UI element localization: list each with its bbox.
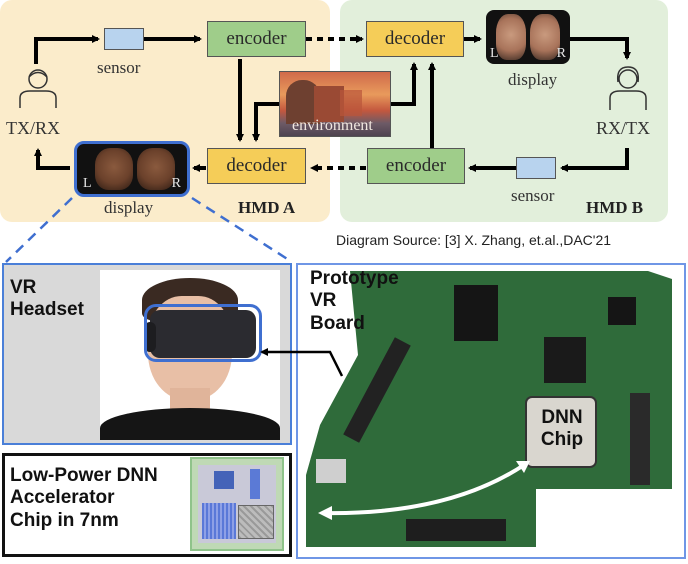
decoder-a: decoder (207, 148, 306, 184)
pcb-board-image (306, 271, 672, 547)
face-left-b (496, 14, 526, 60)
vr-headset-title-line2: Headset (10, 299, 84, 321)
sensor-b (516, 157, 556, 179)
headset-strap (144, 322, 156, 352)
display-b-right-tag: R (556, 46, 566, 61)
encoder-a: encoder (207, 21, 306, 57)
board-title-line2: VR (310, 290, 337, 312)
face-right-a (137, 148, 175, 190)
environment-image: environment (279, 71, 391, 137)
sensor-a-label: sensor (97, 58, 141, 77)
zoom-line-left (5, 197, 73, 263)
diagram-connectors (5, 35, 631, 264)
board-title-line3: Board (310, 312, 365, 334)
user-a-label: TX/RX (6, 118, 60, 138)
encoder-b: encoder (367, 148, 465, 184)
user-b-icon (609, 66, 647, 110)
vr-headset-title-line1: VR (10, 277, 37, 298)
display-b: L R (486, 10, 570, 64)
board-title-line1: Prototype (310, 268, 399, 289)
pcb-chip-mid (544, 337, 586, 383)
hmd-b-label: HMD B (586, 198, 644, 217)
chip-block-3 (202, 503, 236, 539)
shirt (100, 408, 280, 440)
chip-block-1 (214, 471, 234, 489)
dnn-chip-title: Low-Power DNN Accelerator Chip in 7nm (10, 465, 158, 532)
display-a-label: display (104, 198, 154, 217)
vr-headset-photo (100, 270, 280, 440)
dnn-chip-label: DNN Chip (538, 407, 586, 452)
display-b-left-tag: L (490, 46, 499, 61)
environment-label: environment (292, 117, 373, 134)
dnn-chip-package (525, 396, 597, 468)
dnn-chip-label-line1: DNN (541, 407, 583, 428)
white-arrowhead-left (318, 506, 332, 520)
user-b-label: RX/TX (596, 118, 650, 138)
display-a-right-tag: R (171, 176, 181, 191)
diagram-caption: Diagram Source: [3] X. Zhang, et.al.,DAC… (336, 232, 612, 248)
arrow-user-b-to-sensor-b (560, 148, 629, 172)
sensor-a (104, 28, 144, 50)
chip-block-4 (238, 505, 274, 539)
sensor-b-label: sensor (511, 186, 555, 205)
board-to-headset-arrow (260, 348, 344, 377)
pcb-connector-left (343, 337, 411, 443)
headset-visor (150, 310, 256, 358)
arrow-display-a-to-user-a (34, 148, 70, 170)
vr-headset-title: VR Headset (10, 277, 84, 322)
display-a-left-tag: L (83, 176, 92, 191)
chip-layout-image (190, 457, 284, 551)
pcb-connector-right (630, 393, 650, 485)
white-arrow (323, 463, 526, 516)
arrow-env-to-decoder-a (252, 102, 279, 142)
pcb-connector-bottom (406, 519, 506, 541)
zoom-line-right (191, 196, 293, 264)
decoder-b: decoder (366, 21, 464, 57)
board-title: Prototype VR Board (310, 268, 399, 335)
display-a: L R (74, 141, 190, 197)
display-b-label: display (508, 70, 558, 89)
white-arrowhead-right (516, 461, 530, 473)
hmd-a-label: HMD A (238, 198, 296, 217)
user-a-icon (19, 69, 57, 108)
arrow-env-to-decoder-b (391, 62, 418, 106)
chip-block-2 (250, 469, 260, 499)
arrow-user-to-sensor-a (34, 35, 100, 64)
face-left-a (95, 148, 133, 190)
dnn-chip-title-line2: Accelerator (10, 487, 115, 509)
face-right-b (530, 14, 560, 60)
dnn-chip-label-line2: Chip (540, 429, 584, 451)
arrow-display-b-to-user-b (568, 37, 631, 60)
pcb-power-jack (316, 459, 346, 483)
pcb-chip-large (454, 285, 498, 341)
pcb-chip-small (608, 297, 636, 325)
dnn-chip-title-line3: Chip in 7nm (10, 509, 119, 531)
headset-highlight (144, 304, 262, 362)
dnn-chip-title-line1: Low-Power DNN (10, 465, 158, 486)
